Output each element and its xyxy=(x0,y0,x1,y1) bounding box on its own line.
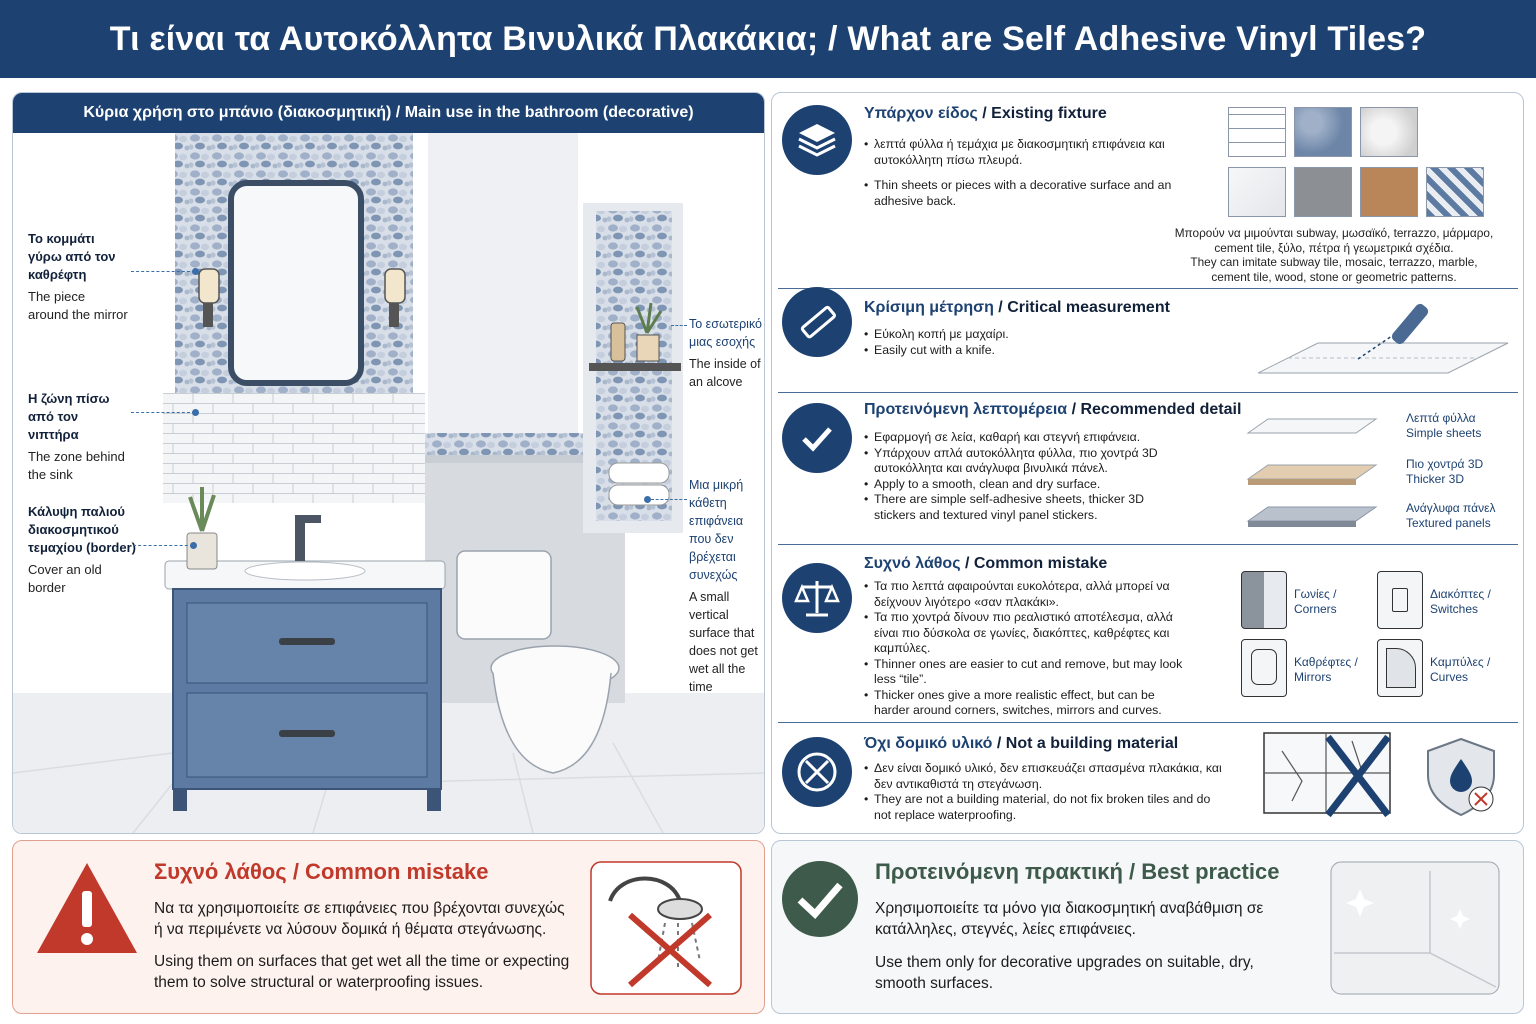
info-panel: Υπάρχον είδος / Existing fixture λεπτά φ… xyxy=(771,92,1524,834)
spot-curves: Καμπύλες /Curves xyxy=(1430,655,1491,684)
mistake-text-en: Using them on surfaces that get wet all … xyxy=(154,953,570,991)
row-title: Προτεινόμενη λεπτομέρεια / Recommended d… xyxy=(864,401,1242,418)
leader-line xyxy=(133,545,193,546)
bathroom-illustration-panel: Κύρια χρήση στο μπάνιο (διακοσμητική) / … xyxy=(12,92,765,834)
page-title: Τι είναι τα Αυτοκόλλητα Βινυλικά Πλακάκι… xyxy=(0,0,1536,78)
tile-style-caption: Μπορούν να μιμούνται subway, μωσαϊκό, te… xyxy=(1174,226,1494,284)
leader-dot xyxy=(192,268,199,275)
leader-dot xyxy=(644,496,651,503)
mosaic-swatch xyxy=(1294,107,1352,157)
check-icon xyxy=(782,403,852,473)
common-mistake-box: Συχνό λάθος / Common mistake Να τα χρησι… xyxy=(12,840,765,1014)
info-row-recommended-detail: Προτεινόμενη λεπτομέρεια / Recommended d… xyxy=(778,393,1518,545)
row-title: Κρίσιμη μέτρηση / Critical measurement xyxy=(864,299,1170,316)
subway-swatch xyxy=(1228,107,1286,157)
curves-thumbnail xyxy=(1377,639,1423,697)
bathroom-illustration xyxy=(13,133,764,833)
row-title: Όχι δομικό υλικό / Not a building materi… xyxy=(864,735,1179,752)
callout-vertical-surface: Μια μικρή κάθετη επιφάνεια που δεν βρέχε… xyxy=(689,478,758,694)
sheet-types-illustration xyxy=(1246,418,1378,527)
best-practice-text-en: Use them only for decorative upgrades on… xyxy=(875,954,1254,992)
leader-line xyxy=(131,412,195,413)
row-title: Συχνό λάθος / Common mistake xyxy=(864,555,1108,572)
leader-dot xyxy=(190,542,197,549)
leader-line xyxy=(671,325,687,326)
row-bullets: Εύκολη κοπή με μαχαίρι. Easily cut with … xyxy=(864,327,1184,358)
callout-border: Κάλυψη παλιού διακοσμητικού τεμαχίου (bo… xyxy=(28,504,136,595)
marble-swatch xyxy=(1228,167,1286,217)
waterproofing-shield-icon xyxy=(1427,737,1495,817)
best-practice-text-gr: Χρησιμοποιείτε τα μόνο για διακοσμητική … xyxy=(875,900,1264,938)
wood-swatch xyxy=(1360,167,1418,217)
stone-swatch xyxy=(1294,167,1352,217)
shower-x-icon xyxy=(590,861,742,995)
info-row-critical-measurement: Κρίσιμη μέτρηση / Critical measurement Ε… xyxy=(778,287,1518,393)
row-bullets: λεπτά φύλλα ή τεμάχια με διακοσμητική επ… xyxy=(864,137,1184,209)
callout-sink-zone: Η ζώνη πίσω από τον νιπτήρα The zone beh… xyxy=(28,391,125,482)
best-practice-box: Προτεινόμενη πρακτική / Best practice Χρ… xyxy=(771,840,1524,1014)
layers-icon xyxy=(782,105,852,175)
leader-line xyxy=(651,499,687,500)
info-row-existing-fixture: Υπάρχον είδος / Existing fixture λεπτά φ… xyxy=(778,93,1518,289)
best-practice-title: Προτεινόμενη πρακτική / Best practice xyxy=(875,859,1280,884)
spot-corners: Γωνίες /Corners xyxy=(1294,587,1337,616)
row-bullets: Εφαρμογή σε λεία, καθαρή και στεγνή επιφ… xyxy=(864,430,1164,523)
terrazzo-swatch xyxy=(1360,107,1418,157)
spot-mirrors: Καθρέφτες /Mirrors xyxy=(1294,655,1358,684)
leader-line xyxy=(131,271,195,272)
mirrors-thumbnail xyxy=(1241,639,1287,697)
scale-icon xyxy=(782,563,852,633)
geometric-swatch xyxy=(1426,167,1484,217)
mistake-title: Συχνό λάθος / Common mistake xyxy=(154,859,489,884)
corners-thumbnail xyxy=(1241,571,1287,629)
callout-mirror-area: Το κομμάτι γύρω από τον καθρέφτη The pie… xyxy=(28,231,128,322)
row-bullets: Δεν είναι δομικό υλικό, δεν επισκευάζει … xyxy=(864,761,1224,823)
check-circle-icon xyxy=(782,861,858,937)
ruler-icon xyxy=(782,287,852,357)
leader-dot xyxy=(192,409,199,416)
clean-wall-illustration xyxy=(1330,861,1500,995)
callout-alcove: Το εσωτερικό μιας εσοχής The inside of a… xyxy=(689,317,763,389)
info-row-common-mistake: Συχνό λάθος / Common mistake Τα πιο λεπτ… xyxy=(778,545,1518,723)
row-bullets: Τα πιο λεπτά αφαιρούνται ευκολότερα, αλλ… xyxy=(864,579,1184,719)
switches-thumbnail xyxy=(1377,571,1423,629)
broken-tile-x-icon xyxy=(1263,732,1391,818)
warning-icon xyxy=(37,863,137,953)
row-title: Υπάρχον είδος / Existing fixture xyxy=(864,105,1107,122)
panel-title: Κύρια χρήση στο μπάνιο (διακοσμητική) / … xyxy=(13,93,764,133)
knife-cutting-illustration xyxy=(1258,303,1509,374)
info-row-not-building-material: Όχι δομικό υλικό / Not a building materi… xyxy=(778,723,1518,833)
x-circle-icon xyxy=(782,737,852,807)
mistake-text-gr: Να τα χρησιμοποιείτε σε επιφάνειες που β… xyxy=(154,900,565,938)
spot-switches: Διακόπτες /Switches xyxy=(1430,587,1491,616)
